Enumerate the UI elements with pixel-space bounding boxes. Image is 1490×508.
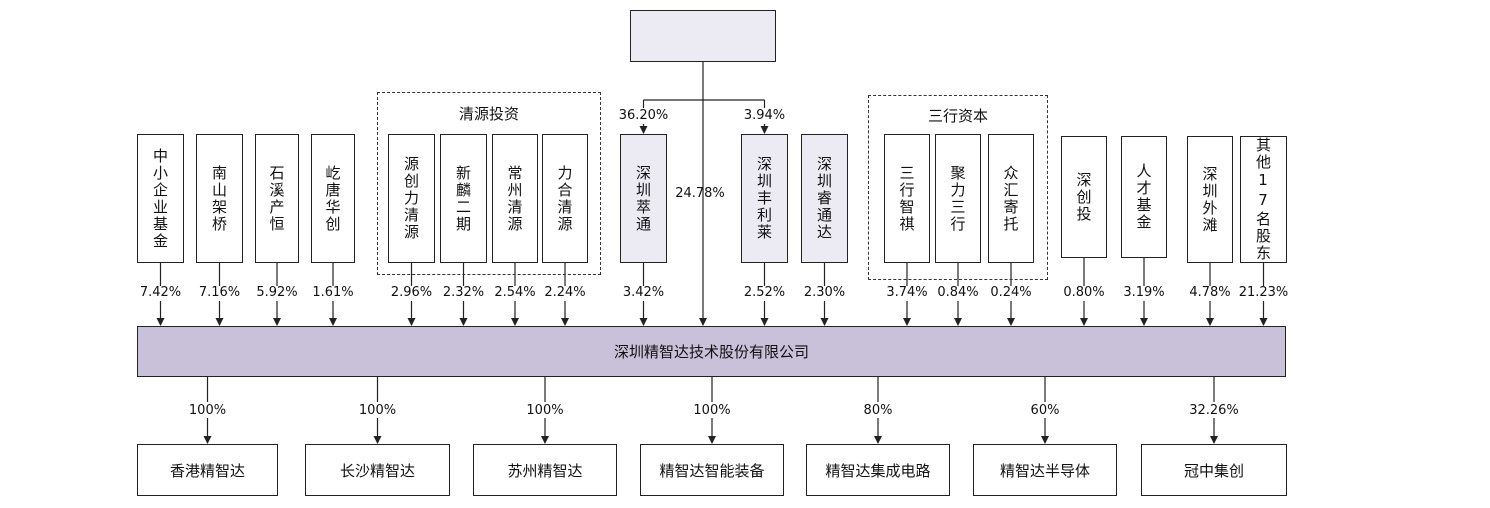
subsidiary-name: 苏州精智达 [507, 461, 583, 480]
shareholder-name: 深圳萃通 [634, 164, 652, 233]
shareholding-pct: 7.16% [198, 285, 241, 300]
shareholding-pct: 0.24% [990, 285, 1032, 300]
subsidiary-pct: 100% [188, 403, 227, 418]
shareholding-pct: 3.19% [1123, 285, 1165, 300]
shareholder-name: 新麟二期 [454, 164, 472, 233]
shareholding-pct: 2.24% [544, 285, 586, 300]
subsidiary-box: 精智达智能装备 [640, 444, 784, 496]
subsidiary-pct: 80% [863, 403, 893, 418]
shareholding-pct: 3.42% [622, 285, 665, 300]
shareholder-name: 人才基金 [1134, 163, 1153, 231]
direct-holding-pct: 24.78% [675, 186, 725, 201]
top-holding-pct: 3.94% [743, 108, 786, 123]
shareholder-box: 新麟二期 [440, 134, 487, 263]
shareholder-name: 源创力清源 [402, 156, 420, 241]
sanxing-group [868, 95, 1048, 280]
shareholder-name: 常州清源 [505, 164, 524, 233]
subsidiary-box: 精智达半导体 [973, 444, 1117, 496]
shareholder-box: 屹唐华创 [311, 134, 355, 263]
shareholding-pct: 2.30% [803, 285, 846, 300]
shareholder-name: 深圳睿通达 [815, 156, 833, 241]
shareholder-box: 聚力三行 [935, 134, 981, 263]
shareholder-box: 力合清源 [542, 134, 588, 263]
shareholder-box: 中小企业基金 [137, 134, 184, 263]
shareholding-pct: 1.61% [312, 285, 354, 300]
subsidiary-box: 冠中集创 [1141, 444, 1287, 496]
shareholder-box: 石溪产恒 [255, 134, 299, 263]
shareholding-pct: 7.42% [139, 285, 182, 300]
shareholder-box: 深圳睿通达 [801, 134, 848, 263]
subsidiary-box: 香港精智达 [137, 444, 278, 496]
top-holding-pct: 36.20% [618, 108, 669, 123]
shareholding-pct: 0.80% [1063, 285, 1105, 300]
shareholder-box: 人才基金 [1121, 136, 1167, 258]
shareholding-pct: 2.52% [743, 285, 786, 300]
shareholder-box: 三行智祺 [884, 134, 930, 263]
subsidiary-name: 香港精智达 [169, 461, 245, 480]
shareholder-name: 聚力三行 [948, 164, 967, 233]
shareholder-name: 三行智祺 [897, 164, 916, 233]
subsidiary-box: 长沙精智达 [305, 444, 450, 496]
shareholder-box: 其他17名股东 [1240, 136, 1287, 263]
shareholder-box: 众汇寄托 [988, 134, 1034, 263]
company-box: 深圳精智达技术股份有限公司 [137, 326, 1286, 377]
shareholding-pct: 2.96% [390, 285, 433, 300]
sanxing-group-label: 三行资本 [927, 107, 989, 125]
subsidiary-name: 精智达半导体 [999, 461, 1090, 480]
company-name: 深圳精智达技术股份有限公司 [613, 343, 809, 361]
shareholding-pct: 2.54% [494, 285, 536, 300]
subsidiary-name: 冠中集创 [1183, 461, 1244, 480]
shareholder-name: 南山架桥 [210, 164, 228, 233]
subsidiary-box: 精智达集成电路 [806, 444, 950, 496]
subsidiary-name: 长沙精智达 [339, 461, 415, 480]
top-person-box [630, 10, 776, 62]
shareholder-box: 深创投 [1061, 136, 1107, 258]
shareholder-name: 力合清源 [555, 164, 574, 233]
subsidiary-pct: 60% [1030, 403, 1060, 418]
shareholder-name: 众汇寄托 [1001, 164, 1020, 233]
shareholder-box: 深圳萃通 [620, 134, 667, 263]
shareholding-pct: 5.92% [256, 285, 298, 300]
shareholder-box: 深圳外滩 [1187, 136, 1233, 263]
shareholder-name: 深圳丰利莱 [755, 156, 773, 241]
subsidiary-name: 精智达集成电路 [825, 461, 931, 480]
subsidiary-box: 苏州精智达 [473, 444, 617, 496]
shareholder-name: 屹唐华创 [323, 164, 342, 233]
shareholder-name: 其他17名股东 [1254, 137, 1272, 262]
shareholding-pct: 3.74% [886, 285, 928, 300]
subsidiary-pct: 100% [693, 403, 731, 418]
shareholder-box: 南山架桥 [196, 134, 243, 263]
subsidiary-pct: 100% [526, 403, 564, 418]
shareholder-name: 深创投 [1074, 171, 1093, 223]
shareholder-box: 深圳丰利莱 [741, 134, 788, 263]
shareholder-name: 中小企业基金 [151, 147, 169, 250]
subsidiary-pct: 32.26% [1189, 403, 1239, 418]
shareholder-box: 常州清源 [492, 134, 538, 263]
shareholding-pct: 4.78% [1189, 285, 1231, 300]
qingyuan-group-label: 清源投资 [458, 105, 520, 123]
shareholding-pct: 2.32% [442, 285, 485, 300]
shareholder-box: 源创力清源 [388, 134, 435, 263]
qingyuan-group [377, 92, 601, 275]
shareholding-pct: 0.84% [937, 285, 979, 300]
shareholding-pct: 21.23% [1238, 285, 1289, 300]
shareholder-name: 石溪产恒 [267, 164, 286, 233]
shareholder-name: 深圳外滩 [1200, 165, 1219, 234]
subsidiary-pct: 100% [358, 403, 397, 418]
subsidiary-name: 精智达智能装备 [659, 461, 765, 480]
